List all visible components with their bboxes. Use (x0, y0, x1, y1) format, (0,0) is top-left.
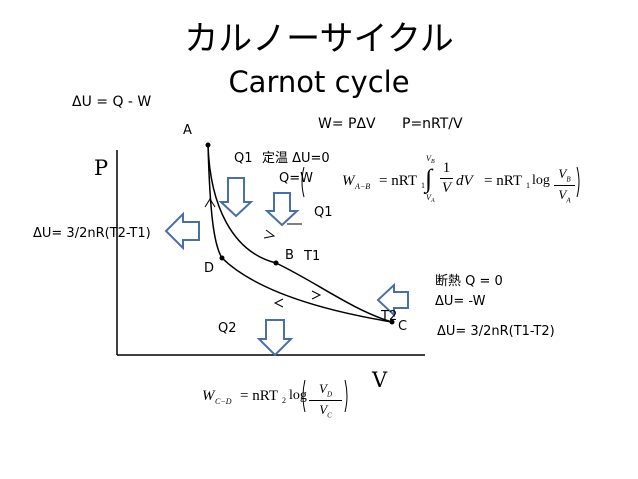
wab-log: log (532, 173, 550, 188)
wab-integral-sign: ∫ (425, 164, 433, 193)
wcd-w: W (202, 388, 215, 404)
wcd-fraction: VD VC (309, 381, 342, 419)
wab-int-lower-sub: A (431, 198, 435, 204)
point-a-dot (205, 142, 211, 148)
point-a-label: A (183, 123, 192, 138)
adiabat-b-c-curve (275, 262, 393, 323)
point-b-dot (273, 260, 279, 266)
title-japanese: カルノーサイクル (184, 19, 454, 59)
work-definition: W= PΔV (318, 116, 376, 132)
wab-log-den: V (558, 186, 567, 202)
first-law-formula: ΔU = Q - W (72, 94, 152, 110)
wab-t2-sub: 1 (526, 181, 530, 190)
internal-energy-left-arrow (164, 211, 200, 251)
axis-label-p: P (94, 156, 109, 180)
adiabatic-work-arrow (376, 282, 409, 318)
wab-log-num-wrap: VB (554, 166, 575, 184)
wab-log-fraction: VB VA (554, 166, 575, 204)
heat-out-arrow (256, 319, 294, 357)
direction-arrow-cd (273, 298, 284, 308)
wab-w: W (342, 173, 355, 189)
heat-q1-side-label: Q1 (314, 205, 333, 220)
point-d-dot (219, 255, 225, 261)
temperature-t2: T2 (381, 309, 398, 324)
adiabat-d-a-curve (207, 144, 223, 259)
direction-arrow-da (204, 198, 216, 208)
isothermal-label: 定温 ΔU=0 (262, 151, 330, 166)
title-english: Carnot cycle (228, 65, 410, 99)
point-c-label: C (398, 319, 408, 334)
wab-left-bracket (301, 166, 305, 198)
wcd-num-sub: D (326, 390, 332, 399)
point-c-dot (389, 319, 395, 325)
wcd-den: V (319, 401, 328, 417)
direction-arrow-ab (263, 229, 276, 239)
adiabatic-du-expansion: ΔU= 3/2nR(T1-T2) (437, 324, 555, 339)
wab-log-frac-bar (554, 184, 575, 186)
wcd-left-bracket (302, 379, 306, 413)
wcd-log: log (289, 388, 307, 403)
wab-int-upper: V (426, 154, 431, 163)
isotherm-a-b-curve (207, 144, 277, 264)
wab-eq2-nrt: = nRT (484, 173, 522, 189)
q-equals-w-label: Q=W (279, 171, 313, 186)
temperature-t1: T1 (304, 249, 321, 264)
heat-in-arrow-1 (218, 177, 254, 218)
wab-frac-bar (440, 178, 453, 179)
wcd-den-wrap: VC (309, 402, 342, 420)
wab-frac-num: 1 (442, 160, 451, 176)
wcd-w-sub: C−D (215, 397, 232, 406)
wab-frac-den: V (441, 180, 452, 196)
wab-int-upper-sub: B (431, 159, 435, 165)
wcd-den-sub: C (327, 411, 332, 420)
wab-eq-nrt: = nRT (379, 173, 417, 189)
wab-log-den-sub: A (566, 196, 571, 205)
wab-t-sub: 1 (421, 181, 425, 190)
wcd-eq-nrt: = nRT (240, 388, 278, 404)
heat-q1-label: Q1 (234, 151, 253, 166)
wab-w-sub: A−B (355, 182, 371, 191)
wcd-num: V (318, 381, 327, 396)
isotherm-c-d-curve (221, 257, 393, 323)
ideal-gas-law: P=nRT/V (402, 116, 463, 132)
wab-log-num-sub: B (566, 175, 571, 184)
wab-log-num: V (558, 166, 567, 181)
point-b-label: B (285, 248, 294, 263)
wcd-num-wrap: VD (309, 381, 342, 399)
adiabatic-title: 断熱 Q = 0 (435, 274, 503, 289)
wab-log-den-wrap: VA (554, 187, 575, 205)
wcd-t-sub: 2 (282, 396, 286, 405)
axis-label-v: V (372, 368, 388, 392)
wab-dv: dV (456, 173, 473, 189)
wab-fraction: 1 V (440, 160, 453, 197)
point-d-label: D (204, 261, 215, 276)
wab-int-lower: V (426, 193, 431, 202)
adiabatic-du-compression: ΔU= 3/2nR(T2-T1) (33, 226, 151, 241)
wcd-frac-bar (309, 399, 342, 401)
direction-arrow-bc (311, 290, 322, 300)
heat-q2-label: Q2 (218, 321, 237, 336)
heat-in-arrow-2 (264, 192, 300, 227)
wab-right-bracket (576, 166, 580, 198)
adiabatic-du-minus-w: ΔU= -W (435, 294, 486, 309)
wcd-right-bracket (344, 379, 348, 413)
